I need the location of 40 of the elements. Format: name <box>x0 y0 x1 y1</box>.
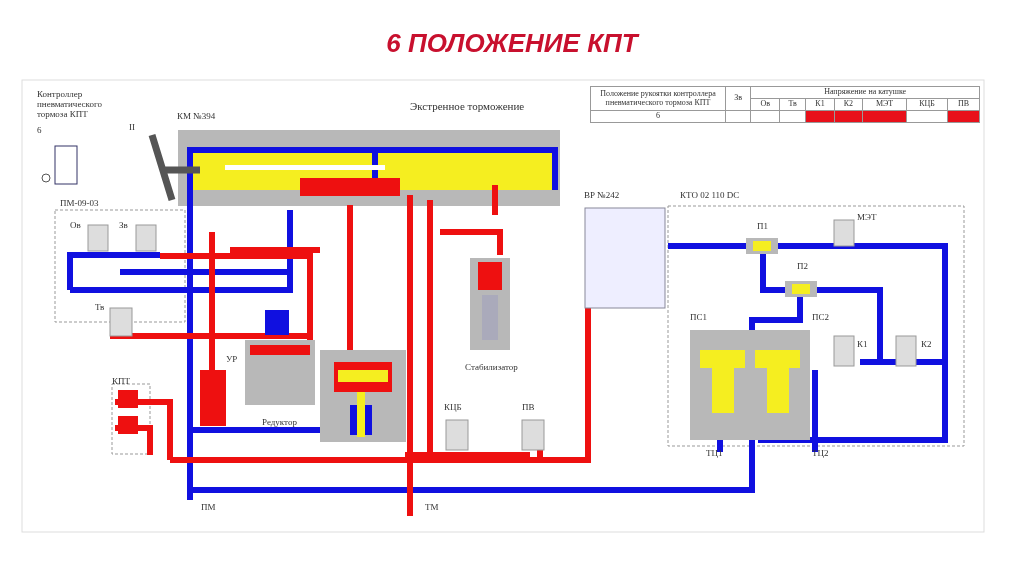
component-label: Тв <box>95 303 105 313</box>
column-header: Ов <box>750 98 780 111</box>
component-label: П2 <box>797 262 808 272</box>
component-label: Стабилизатор <box>465 363 518 373</box>
component-label: Ов <box>70 221 81 231</box>
position-mark: II <box>129 123 135 133</box>
mode-label: Экстренное торможение <box>410 100 525 113</box>
pipe-label: ТЦ2 <box>812 449 829 459</box>
component-label: К1 <box>857 340 868 350</box>
pipe-label: ТМ <box>425 503 439 513</box>
row-header: Положение рукоятки контроллера пневматического тормоза КПТ <box>590 86 726 111</box>
column-header: Зв <box>725 86 751 111</box>
component-label: ПМ-09-03 <box>60 199 99 209</box>
component-label: КПТ <box>112 377 130 387</box>
component-label: ПС2 <box>812 313 829 323</box>
component-label: К2 <box>921 340 932 350</box>
column-header: Тв <box>779 98 806 111</box>
row-header: 6 <box>590 110 726 123</box>
component-label: ПС1 <box>690 313 707 323</box>
component-label: МЭТ <box>857 213 877 223</box>
component-label: КЦБ <box>444 403 462 413</box>
component-label: КТО 02 110 DC <box>680 191 740 201</box>
component-label: ВР №242 <box>584 191 620 201</box>
diagram-title: 6 ПОЛОЖЕНИЕ КПТ <box>385 28 641 59</box>
component-label: Зв <box>119 221 128 231</box>
caption: Контроллер пневматического тормоза КПТ <box>37 90 103 120</box>
component-label: КМ №394 <box>177 112 216 122</box>
column-header: К1 <box>805 98 835 111</box>
pipe-label: ТЦ1 <box>706 449 723 459</box>
component-label: Редуктор <box>262 418 297 428</box>
column-header: ПВ <box>947 98 980 111</box>
component-label: П1 <box>757 222 768 232</box>
position-number: 6 <box>37 126 42 136</box>
column-header: Напряжение на катушке <box>750 86 980 99</box>
component-label: ПВ <box>522 403 535 413</box>
column-header: КЦБ <box>906 98 948 111</box>
column-header: МЭТ <box>862 98 907 111</box>
pipe-label: ПМ <box>201 503 216 513</box>
component-label: УР <box>226 355 238 365</box>
column-header: К2 <box>834 98 863 111</box>
